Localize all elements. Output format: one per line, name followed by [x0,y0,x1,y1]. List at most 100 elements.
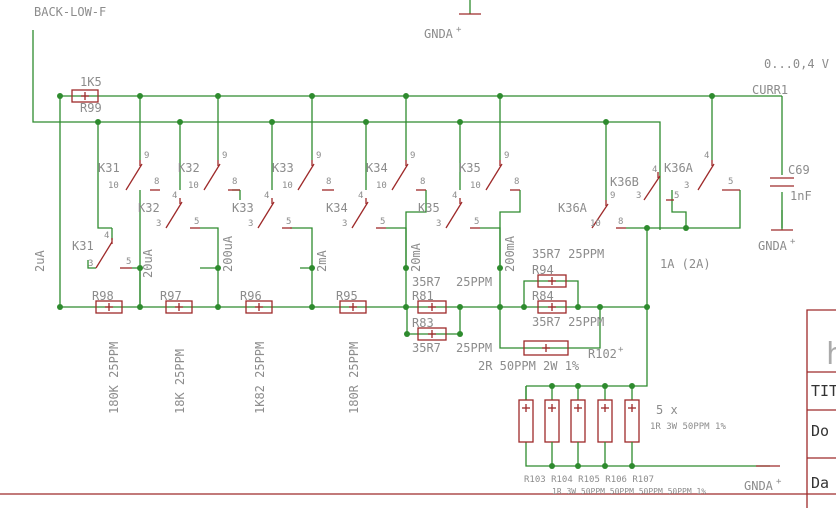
multiplier-label: 5 x [656,403,678,417]
ground-label-cap: GNDA [758,239,788,253]
svg-text:8: 8 [232,177,237,187]
svg-text:8: 8 [514,177,519,187]
relay-k35-lower-name: K35 [418,201,440,215]
r84-value: 35R7 25PPM [532,315,604,329]
title-block-doc: Do [811,422,829,440]
r95-value: 180R 25PPM [347,342,361,414]
relay-k36b-name: K36B [610,175,639,189]
svg-text:9: 9 [316,151,321,161]
power-resistor-spec: 1R 3W 50PPM 1% [650,422,726,432]
range-1a: 1A (2A) [660,257,711,271]
r96-name: R96 [240,289,262,303]
resistor-r95 [339,300,367,314]
range-20ma: 20mA [409,242,423,272]
ground-label-bottom: GNDA [744,479,774,493]
relay-k31-name: K31 [98,161,120,175]
svg-text:3: 3 [684,181,689,191]
relay-k33-lower [257,198,292,229]
title-block-title: TIT [811,382,836,400]
svg-text:5: 5 [380,217,385,227]
svg-text:5: 5 [286,217,291,227]
relay-k36b [643,172,674,201]
relay-k34-lower [351,198,386,229]
relay-k36a-upper [697,160,740,191]
r102-value: 2R 50PPM 2W 1% [478,359,580,373]
svg-text:4: 4 [358,191,363,201]
labels: BACK-LOW-F GNDA + 0...0,4 V CURR1 C69 1n… [33,5,829,496]
r94-value: 35R7 25PPM [532,247,604,261]
title-block-letter: h [826,337,836,372]
resistor-r96 [245,300,273,314]
range-2ua: 2uA [33,250,47,272]
svg-text:3: 3 [248,219,253,229]
svg-text:3: 3 [342,219,347,229]
r97-name: R97 [160,289,182,303]
relay-k34-upper [391,160,426,191]
resistor-r83 [417,327,447,341]
svg-text:9: 9 [610,191,615,201]
svg-text:4: 4 [264,191,269,201]
r99-name: R99 [80,101,102,115]
resistor-r81 [417,300,447,314]
svg-text:4: 4 [652,165,657,175]
r83-value: 35R7 [412,341,441,355]
r99-value: 1K5 [80,75,102,89]
range-200ma: 200mA [503,235,517,272]
ground-label-top: GNDA [424,27,454,41]
r97-value: 18K 25PPM [173,349,187,414]
svg-text:5: 5 [674,191,679,201]
svg-text:10: 10 [188,181,199,191]
svg-text:5: 5 [474,217,479,227]
resistor-r98 [95,300,123,314]
svg-text:8: 8 [618,217,623,227]
r96-value: 1K82 25PPM [253,342,267,414]
capacitor-c69 [770,177,794,187]
svg-text:4: 4 [452,191,457,201]
resistors [71,89,640,466]
r83-name: R83 [412,316,434,330]
net-curr1: CURR1 [752,83,788,97]
svg-text:10: 10 [376,181,387,191]
svg-text:9: 9 [144,151,149,161]
r81-tc: 25PPM [456,275,492,289]
svg-text:8: 8 [326,177,331,187]
cap-c69-name: C69 [788,163,810,177]
resistor-r103 [518,386,534,443]
svg-text:+: + [618,345,624,355]
r84-name: R84 [532,289,554,303]
resistor-r97 [165,300,193,314]
r94-name: R94 [532,263,554,277]
svg-text:9: 9 [410,151,415,161]
relay-k32-upper [203,160,240,191]
relay-k36a-name: K36A [664,161,694,175]
svg-text:3: 3 [636,191,641,201]
svg-text:3: 3 [436,219,441,229]
voltage-range-label: 0...0,4 V [764,57,829,71]
ground-symbols [459,13,793,467]
relay-k33-lower-name: K33 [232,201,254,215]
svg-text:10: 10 [590,219,601,229]
svg-text:9: 9 [222,151,227,161]
svg-text:10: 10 [108,181,119,191]
relay-k36a-lower-name: K36A [558,201,588,215]
svg-text:4: 4 [104,231,109,241]
r98-value: 180K 25PPM [107,342,121,414]
svg-text:8: 8 [154,177,159,187]
r81-value: 35R7 [412,275,441,289]
wires [32,0,783,467]
r83-tc: 25PPM [456,341,492,355]
svg-text:8: 8 [420,177,425,187]
range-200ua: 200uA [221,235,235,272]
resistor-r99 [71,89,99,103]
relay-contacts [95,160,740,269]
svg-text:4: 4 [172,191,177,201]
svg-text:9: 9 [504,151,509,161]
junctions [57,93,715,469]
svg-text:5: 5 [728,177,733,187]
svg-text:5: 5 [194,217,199,227]
relay-k33-upper [297,160,334,191]
resistor-r94 [537,274,567,288]
svg-text:3: 3 [156,219,161,229]
relay-k31-upper [125,160,160,191]
